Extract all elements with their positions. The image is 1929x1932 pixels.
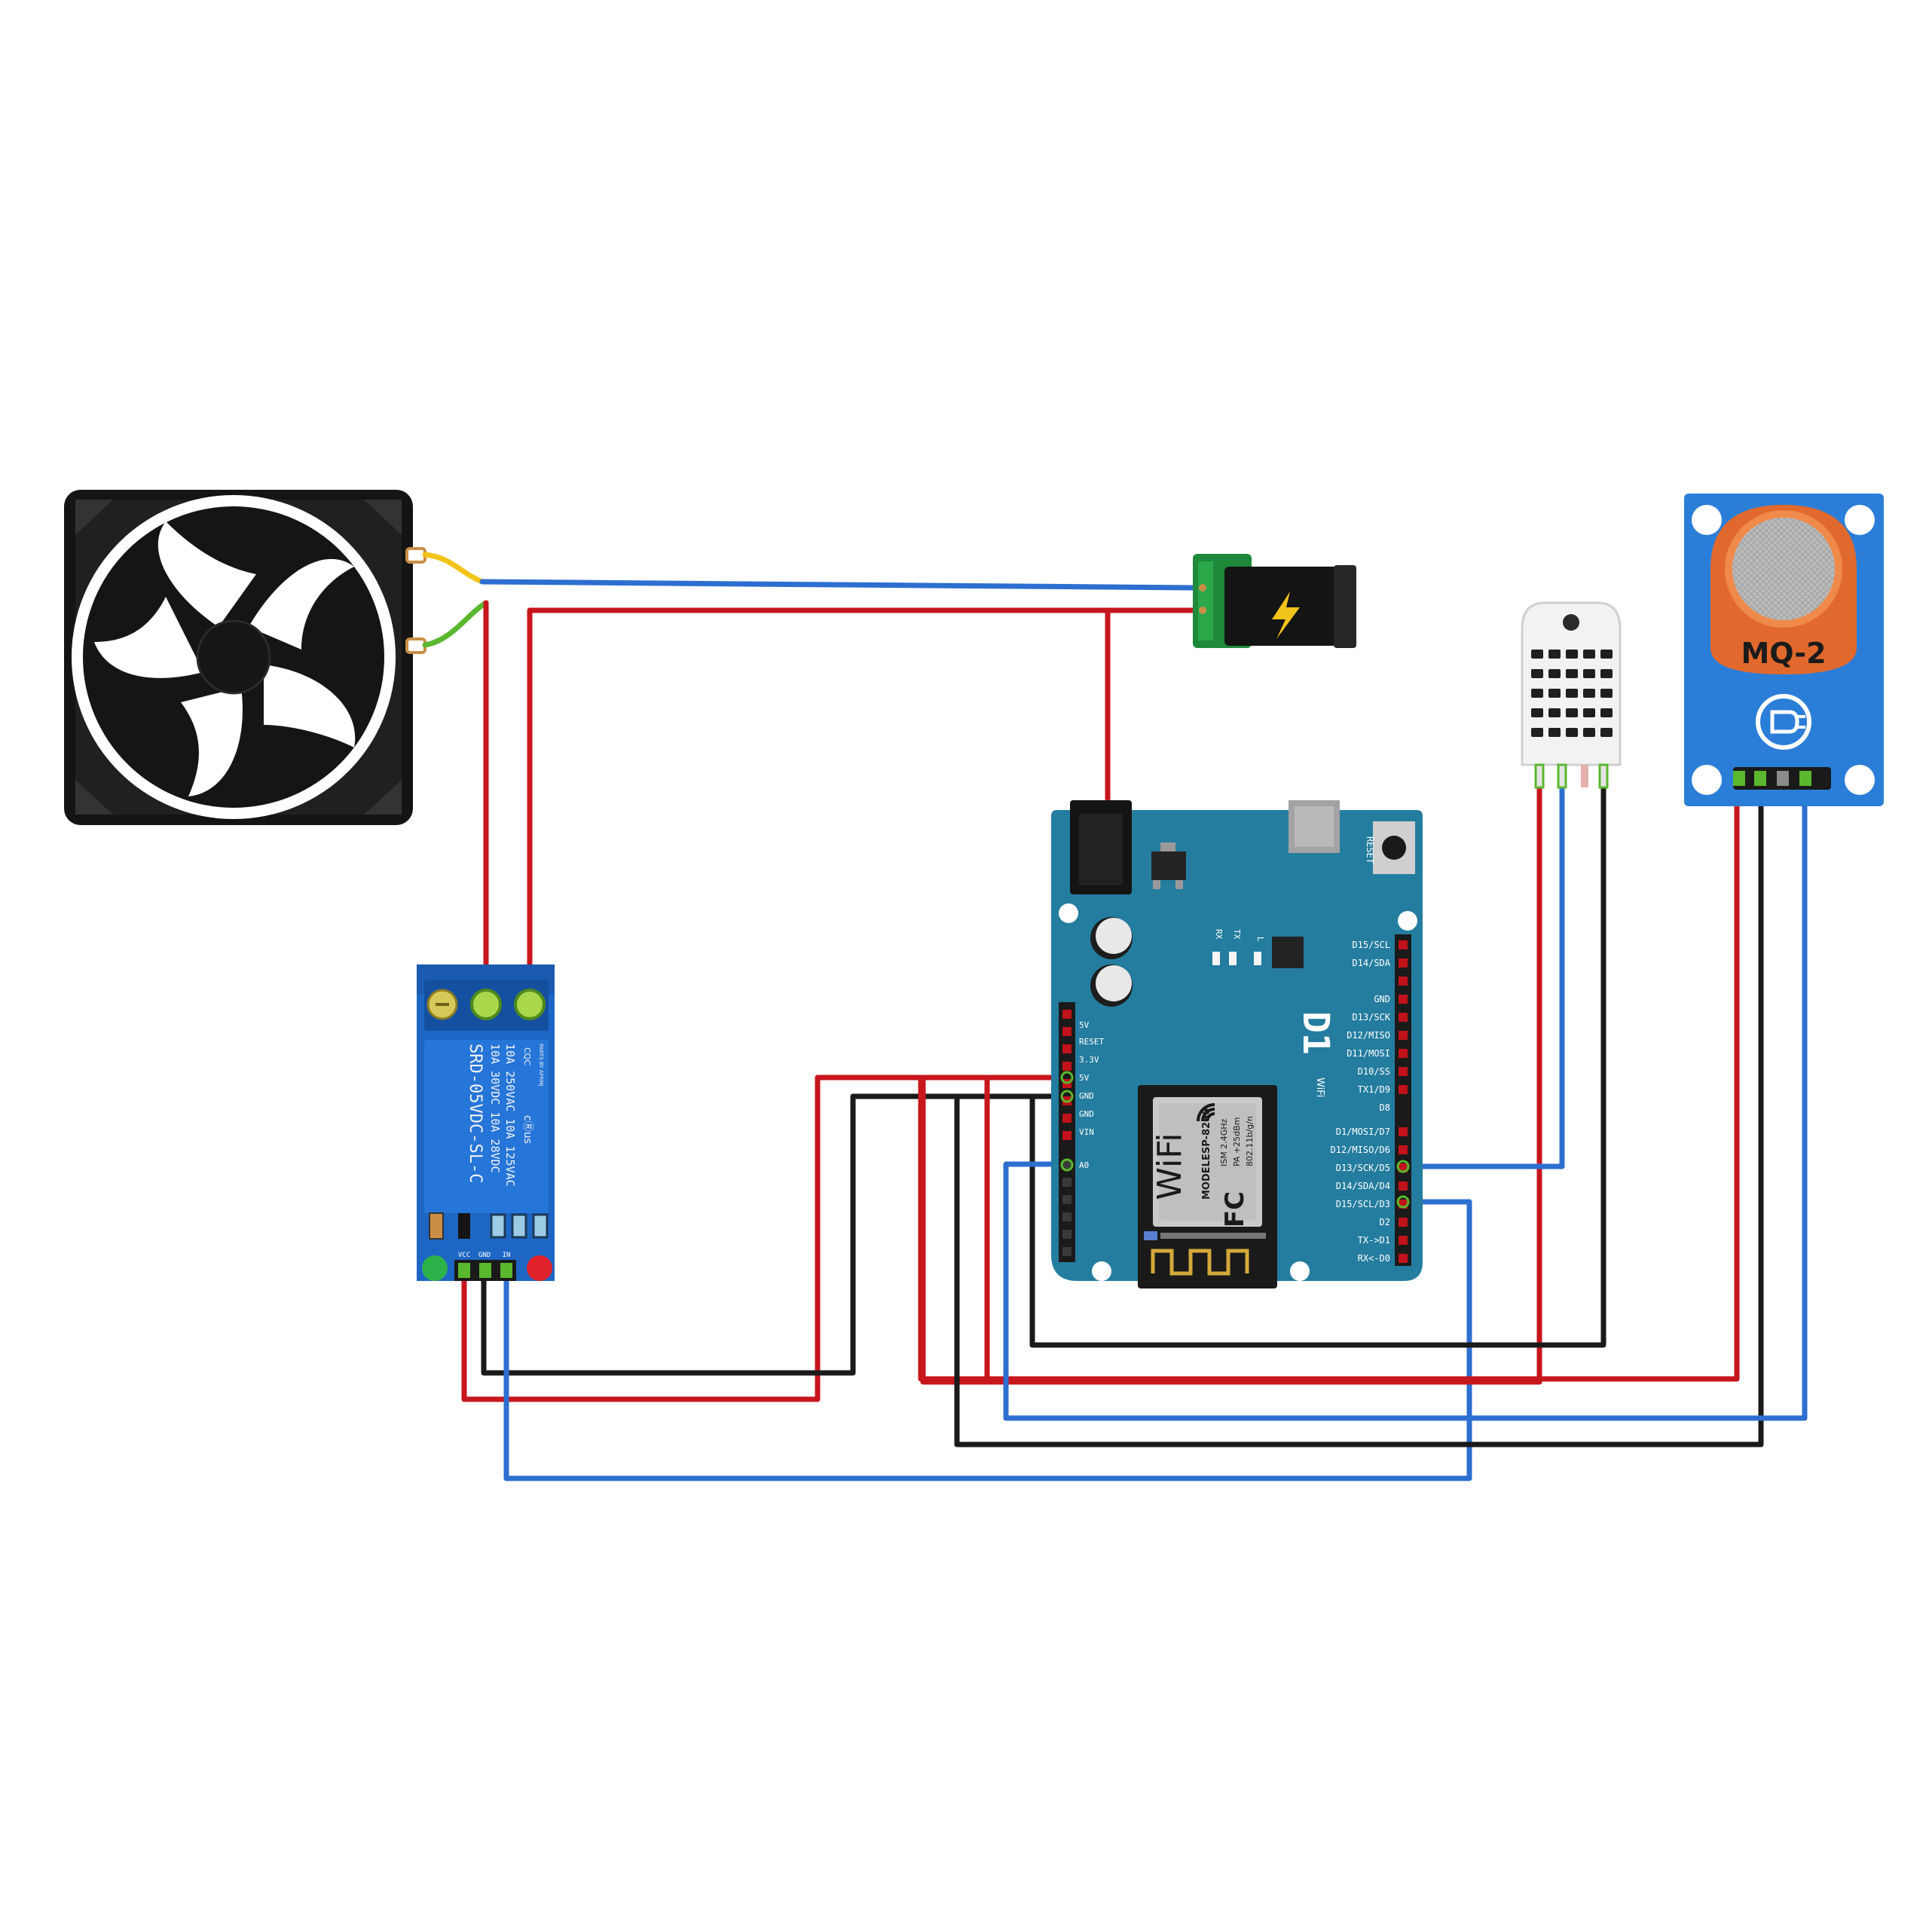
d1-rx-label: RX: [1214, 929, 1224, 940]
relay-in-label: IN: [503, 1252, 511, 1259]
left-pin-header: [1059, 1002, 1075, 1262]
dht-vent-grid: [1531, 650, 1613, 737]
d1-right-pin-d9: TX1/D9: [1358, 1084, 1390, 1095]
wire-dht-data: [1400, 781, 1565, 1169]
esp-pa-label: PA +25dBm: [1232, 1117, 1242, 1166]
d1-l-label: L: [1255, 937, 1265, 942]
d1-right-pin-d3: D15/SCL/D3: [1336, 1199, 1390, 1209]
d1-right-pin-scl: D15/SCL: [1352, 940, 1390, 950]
right-pin-header: [1395, 934, 1411, 1266]
wifi-signal-icon: [1197, 1103, 1215, 1122]
d1-right-pin-d12: D12/MISO: [1347, 1030, 1390, 1041]
wire-relay-gnd: [481, 1093, 1069, 1376]
d1-right-pin-d2: D2: [1380, 1217, 1390, 1227]
d1-right-pin-d1: TX->D1: [1358, 1235, 1390, 1246]
relay-rating-dc: 10A 30VDC 10A 28VDC: [488, 1044, 502, 1173]
esp-ism-label: ISM 2.4GHz: [1219, 1118, 1229, 1166]
d1-right-pin-d10: D10/SS: [1358, 1066, 1390, 1077]
esp8266-module: WiFi MODEL ESP-8266 ISM 2.4GHz PA +25dBm…: [1138, 1085, 1277, 1289]
d1-right-pin-d5: D13/SCK/D5: [1336, 1163, 1390, 1173]
d1-a0-label: A0: [1079, 1160, 1089, 1170]
wire-relay-to-jack: [527, 607, 1196, 990]
mq2-plug-icon: [1756, 694, 1811, 750]
fan-green-lead: [422, 600, 489, 648]
relay-cqc-mark: CQC: [522, 1047, 532, 1065]
relay-ul-mark: cⓇus: [521, 1115, 533, 1144]
esp-chip-label: ESP-8266: [1201, 1108, 1212, 1160]
mq2-label: MQ-2: [1741, 637, 1826, 670]
d1-left-pin-4: GND: [1079, 1091, 1094, 1101]
d1-right-pin-d13: D13/SCK: [1352, 1012, 1390, 1023]
esp-wifi-logo: WiFi: [1151, 1133, 1189, 1200]
d1-right-pin-d4: D14/SDA/D4: [1336, 1181, 1390, 1191]
d1-left-pin-0: 5V: [1079, 1020, 1090, 1030]
d1-left-pin-1: RESET: [1079, 1037, 1104, 1047]
d1-right-pin-gnd: GND: [1374, 994, 1390, 1004]
wire-dht-gnd: [1029, 781, 1606, 1348]
wire-mq2-ao: [1003, 777, 1808, 1421]
dc-power-jack: [1193, 554, 1356, 648]
wire-relay-vcc: [461, 1075, 1069, 1402]
d1-logo: D1: [1295, 1011, 1337, 1055]
wemos-d1-board: RESET RX TX L D1 WiFi WiFi MODEL ESP-826…: [1051, 800, 1423, 1289]
wiring: [422, 552, 1808, 1481]
d1-left-pin-2: 3.3V: [1079, 1055, 1099, 1065]
cooling-fan: [64, 490, 426, 825]
esp-std-label: 802.11b/g/n: [1245, 1116, 1255, 1166]
d1-logo-sub: WiFi: [1314, 1078, 1325, 1097]
wire-mq2-vcc: [918, 777, 1740, 1382]
esp-fc-logo: FC: [1220, 1191, 1250, 1227]
d1-left-pin-6: VIN: [1079, 1127, 1094, 1137]
d1-left-pin-5: GND: [1079, 1109, 1094, 1119]
d1-left-pin-3: 5V: [1079, 1073, 1090, 1083]
relay-parts-by: PARTS BY AFRMJ: [538, 1044, 544, 1087]
d1-right-pin-d8: D8: [1380, 1102, 1390, 1113]
d1-right-pin-sda: D14/SDA: [1352, 958, 1390, 968]
wire-fan-to-jack: [479, 579, 1196, 591]
relay-model-text: SRD-05VDC-SL-C: [466, 1044, 485, 1183]
d1-right-pin-d7: D1/MOSI/D7: [1336, 1126, 1390, 1137]
d1-right-pin-d6: D12/MISO/D6: [1331, 1145, 1390, 1155]
fan-yellow-lead: [422, 552, 485, 585]
dht-sensor: [1521, 601, 1622, 789]
lightning-icon: [1272, 592, 1300, 639]
relay-gnd-label: GND: [478, 1252, 491, 1259]
relay-rating-ac: 10A 250VAC 10A 125VAC: [503, 1044, 517, 1187]
relay-module: SRD-05VDC-SL-C 10A 30VDC 10A 28VDC 10A 2…: [417, 964, 555, 1281]
d1-right-pin-d11: D11/MOSI: [1347, 1048, 1390, 1059]
d1-tx-label: TX: [1232, 929, 1242, 940]
d1-right-pin-d0: RX<-D0: [1358, 1253, 1390, 1264]
relay-vcc-label: VCC: [458, 1252, 470, 1259]
d1-reset-label: RESET: [1365, 836, 1375, 864]
esp-model-label: MODEL: [1201, 1160, 1212, 1200]
mq2-gas-sensor: MQ-2: [1684, 494, 1884, 806]
wire-mq2-gnd: [954, 777, 1764, 1447]
fan-blades-icon: [94, 521, 356, 796]
wire-relay-in: [503, 1199, 1472, 1481]
